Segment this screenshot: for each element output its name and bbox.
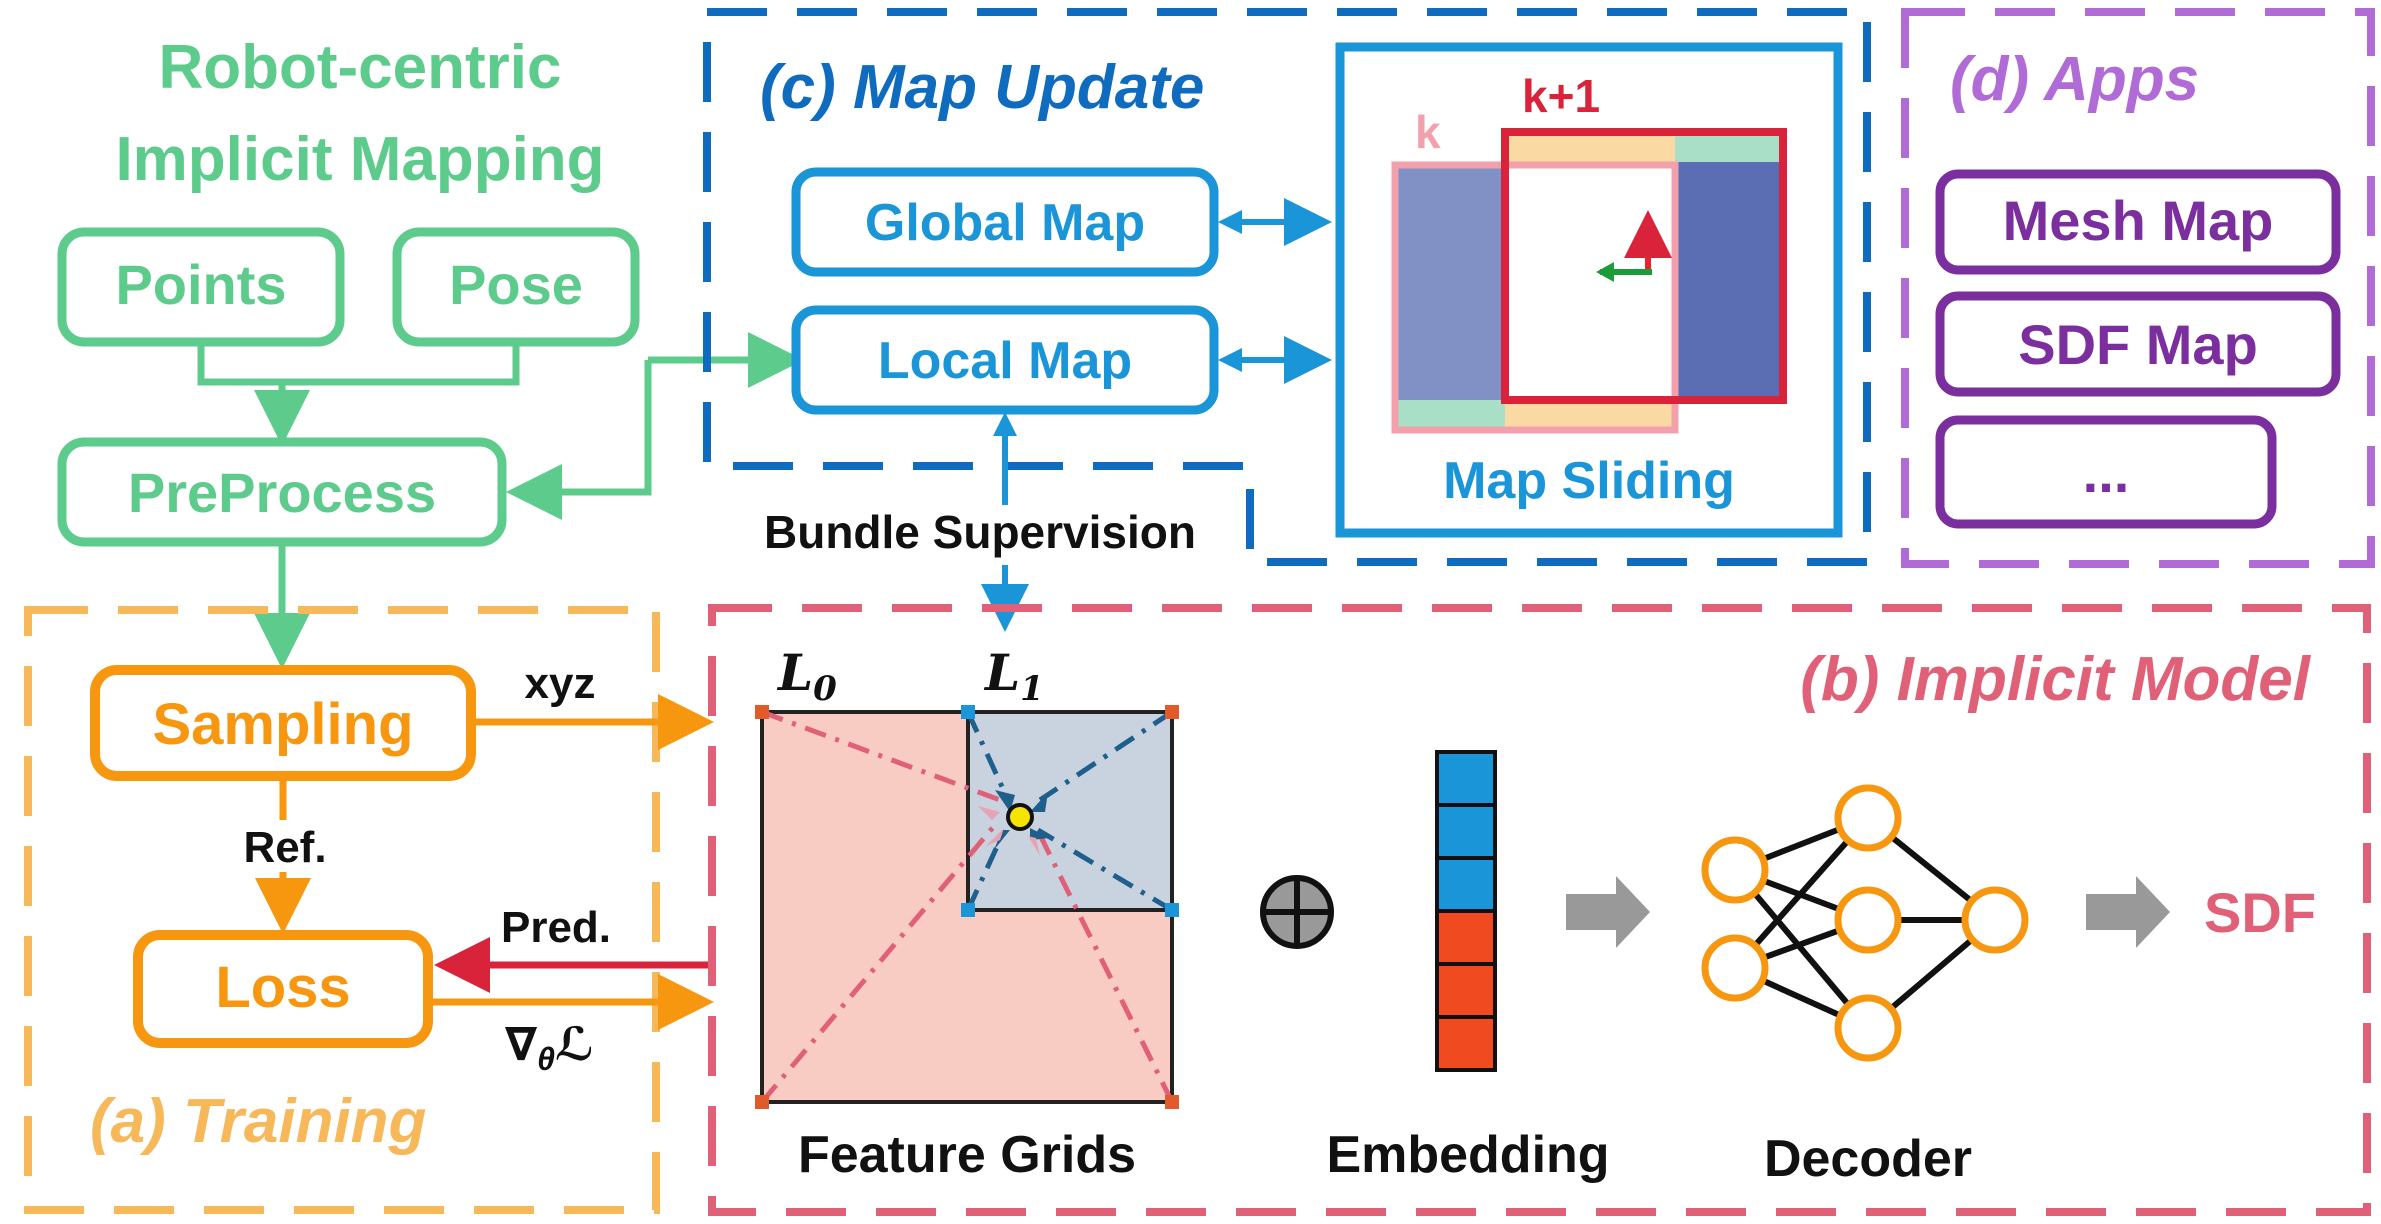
ref-label-group: Ref. xyxy=(235,820,335,872)
blue-arrow-heads-reverse xyxy=(993,210,1242,436)
points-box[interactable]: Points xyxy=(57,227,345,347)
mesh-map-label: Mesh Map xyxy=(2003,189,2274,252)
local-map-box[interactable]: Local Map xyxy=(791,305,1219,415)
sampling-label: Sampling xyxy=(152,692,413,757)
title-line1: Robot-centric xyxy=(159,33,562,102)
grey-arrows xyxy=(1566,876,2170,948)
map-update-title: (c) Map Update xyxy=(760,53,1204,122)
loss-box[interactable]: Loss xyxy=(133,930,433,1048)
pred-label: Pred. xyxy=(501,903,611,952)
ref-label: Ref. xyxy=(243,823,326,872)
map-sliding-panel: k k+1 Map Sliding xyxy=(1335,42,1843,538)
title-line2: Implicit Mapping xyxy=(115,125,604,194)
sdf-map-box[interactable]: SDF Map xyxy=(1935,291,2341,397)
grad-L: ℒ xyxy=(555,1018,594,1070)
bundle-supervision-label: Bundle Supervision xyxy=(764,506,1196,558)
pose-label: Pose xyxy=(449,253,583,316)
training-section: (a) Training xyxy=(24,606,660,1214)
grad-main: ∇ xyxy=(505,1018,538,1070)
level1-label: L1 xyxy=(983,643,1044,709)
implicit-model-title: (b) Implicit Model xyxy=(1800,645,2312,714)
level0-label: L0 xyxy=(776,643,837,709)
map-sliding-label: Map Sliding xyxy=(1443,452,1735,510)
sampling-box[interactable]: Sampling xyxy=(90,665,476,781)
preprocess-box[interactable]: PreProcess xyxy=(57,437,507,547)
frame-k1-label: k+1 xyxy=(1522,70,1600,122)
feature-grids-label: Feature Grids xyxy=(798,1126,1136,1184)
title-group: Robot-centric Implicit Mapping xyxy=(115,33,604,194)
sdf-map-label: SDF Map xyxy=(2018,313,2258,376)
concat-icon xyxy=(1260,875,1334,949)
map-update-section: (c) Map Update xyxy=(703,8,1871,566)
green-connectors xyxy=(197,332,804,669)
grad-sub: θ xyxy=(537,1041,555,1077)
preprocess-label: PreProcess xyxy=(128,461,436,524)
loss-label: Loss xyxy=(215,955,350,1020)
local-map-label: Local Map xyxy=(878,332,1132,390)
more-apps-box[interactable]: ... xyxy=(1935,415,2277,529)
pose-box[interactable]: Pose xyxy=(392,227,640,347)
mesh-map-box[interactable]: Mesh Map xyxy=(1935,169,2341,275)
frame-k-label: k xyxy=(1415,106,1441,158)
apps-section: (d) Apps xyxy=(1901,8,2375,568)
decoder-network: Decoder xyxy=(1701,784,2029,1188)
implicit-model-section: (b) Implicit Model xyxy=(708,604,2371,1216)
sdf-output-label: SDF xyxy=(2204,881,2316,944)
training-title: (a) Training xyxy=(90,1087,426,1156)
embedding-vector: Embedding xyxy=(1326,750,1610,1184)
points-label: Points xyxy=(115,253,286,316)
apps-title: (d) Apps xyxy=(1950,45,2199,114)
bundle-supervision-group: Bundle Supervision xyxy=(735,505,1215,565)
global-map-label: Global Map xyxy=(865,194,1145,252)
grad-label: ∇θℒ xyxy=(505,1018,594,1077)
embedding-label: Embedding xyxy=(1326,1126,1609,1184)
more-apps-label: ... xyxy=(2083,441,2130,504)
global-map-box[interactable]: Global Map xyxy=(791,167,1219,277)
feature-grids: L0 L1 Feature Grids xyxy=(755,643,1179,1184)
xyz-label: xyz xyxy=(525,659,596,708)
decoder-label: Decoder xyxy=(1764,1130,1972,1188)
